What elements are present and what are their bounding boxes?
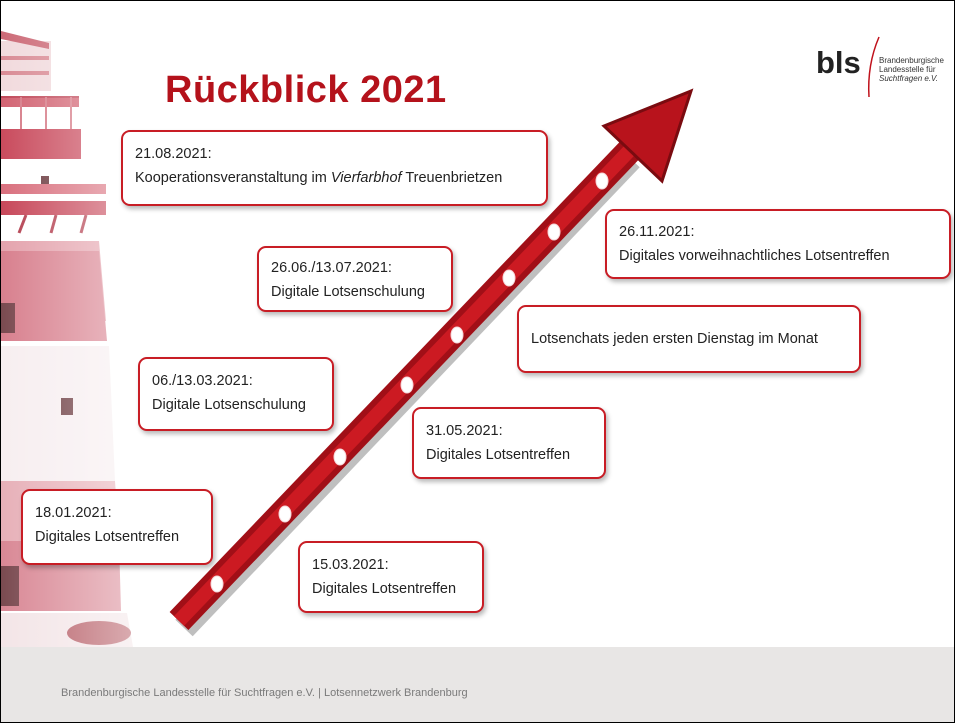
- footer: Brandenburgische Landesstelle für Suchtf…: [1, 647, 954, 722]
- milestone-dot: [400, 376, 414, 394]
- event-text: Digitales vorweihnachtliches Lotsentreff…: [619, 248, 890, 264]
- event-text: Digitales Lotsentreffen: [35, 529, 180, 545]
- milestone-dot: [278, 505, 292, 523]
- logo-line-3: Suchtfragen e.V.: [879, 74, 938, 83]
- logo-abbr: bls: [816, 45, 861, 80]
- event-text: Digitales Lotsentreffen: [312, 581, 457, 597]
- milestone-dot: [595, 172, 609, 190]
- event-box-lotsenschulung-maerz: 06./13.03.2021: Digitale Lotsenschulung: [138, 357, 334, 431]
- logo-text: Brandenburgische Landesstelle für Suchtf…: [879, 56, 944, 83]
- milestone-dot: [547, 223, 561, 241]
- slide-title: Rückblick 2021: [165, 69, 447, 111]
- event-date: 15.03.2021:: [312, 557, 389, 573]
- event-date: 26.11.2021:: [619, 224, 695, 240]
- event-date: 26.06./13.07.2021:: [271, 260, 392, 276]
- event-box-lotsenschulung-juni: 26.06./13.07.2021: Digitale Lotsenschulu…: [257, 246, 453, 312]
- logo-slash-icon: [867, 36, 880, 98]
- logo-line-1: Brandenburgische: [879, 56, 944, 65]
- logo-line-2: Landesstelle für: [879, 65, 936, 74]
- milestone-dot: [333, 448, 347, 466]
- milestone-dot: [502, 269, 516, 287]
- event-date: 18.01.2021:: [35, 505, 112, 521]
- event-box-mai-treffen: 31.05.2021: Digitales Lotsentreffen: [412, 407, 606, 479]
- milestone-dot: [450, 326, 464, 344]
- event-box-november: 26.11.2021: Digitales vorweihnachtliches…: [605, 209, 951, 279]
- bls-logo: bls Brandenburgische Landesstelle für Su…: [813, 33, 948, 103]
- event-box-kooperation: 21.08.2021: Kooperationsveranstaltung im…: [121, 130, 548, 206]
- event-text: Digitale Lotsenschulung: [152, 397, 306, 413]
- event-box-januar: 18.01.2021: Digitales Lotsentreffen: [21, 489, 213, 565]
- milestone-dot: [210, 575, 224, 593]
- event-date: 31.05.2021:: [426, 423, 503, 439]
- event-text: Digitale Lotsenschulung: [271, 284, 425, 300]
- event-date: 06./13.03.2021:: [152, 373, 253, 389]
- event-text: Lotsenchats jeden ersten Dienstag im Mon…: [531, 331, 818, 347]
- event-text: Kooperationsveranstaltung im Vierfarbhof…: [135, 170, 503, 186]
- event-box-lotsenchats: Lotsenchats jeden ersten Dienstag im Mon…: [517, 305, 861, 373]
- footer-text: Brandenburgische Landesstelle für Suchtf…: [61, 687, 468, 699]
- event-text: Digitales Lotsentreffen: [426, 447, 571, 463]
- event-box-maerz-treffen: 15.03.2021: Digitales Lotsentreffen: [298, 541, 484, 613]
- event-date: 21.08.2021:: [135, 146, 212, 162]
